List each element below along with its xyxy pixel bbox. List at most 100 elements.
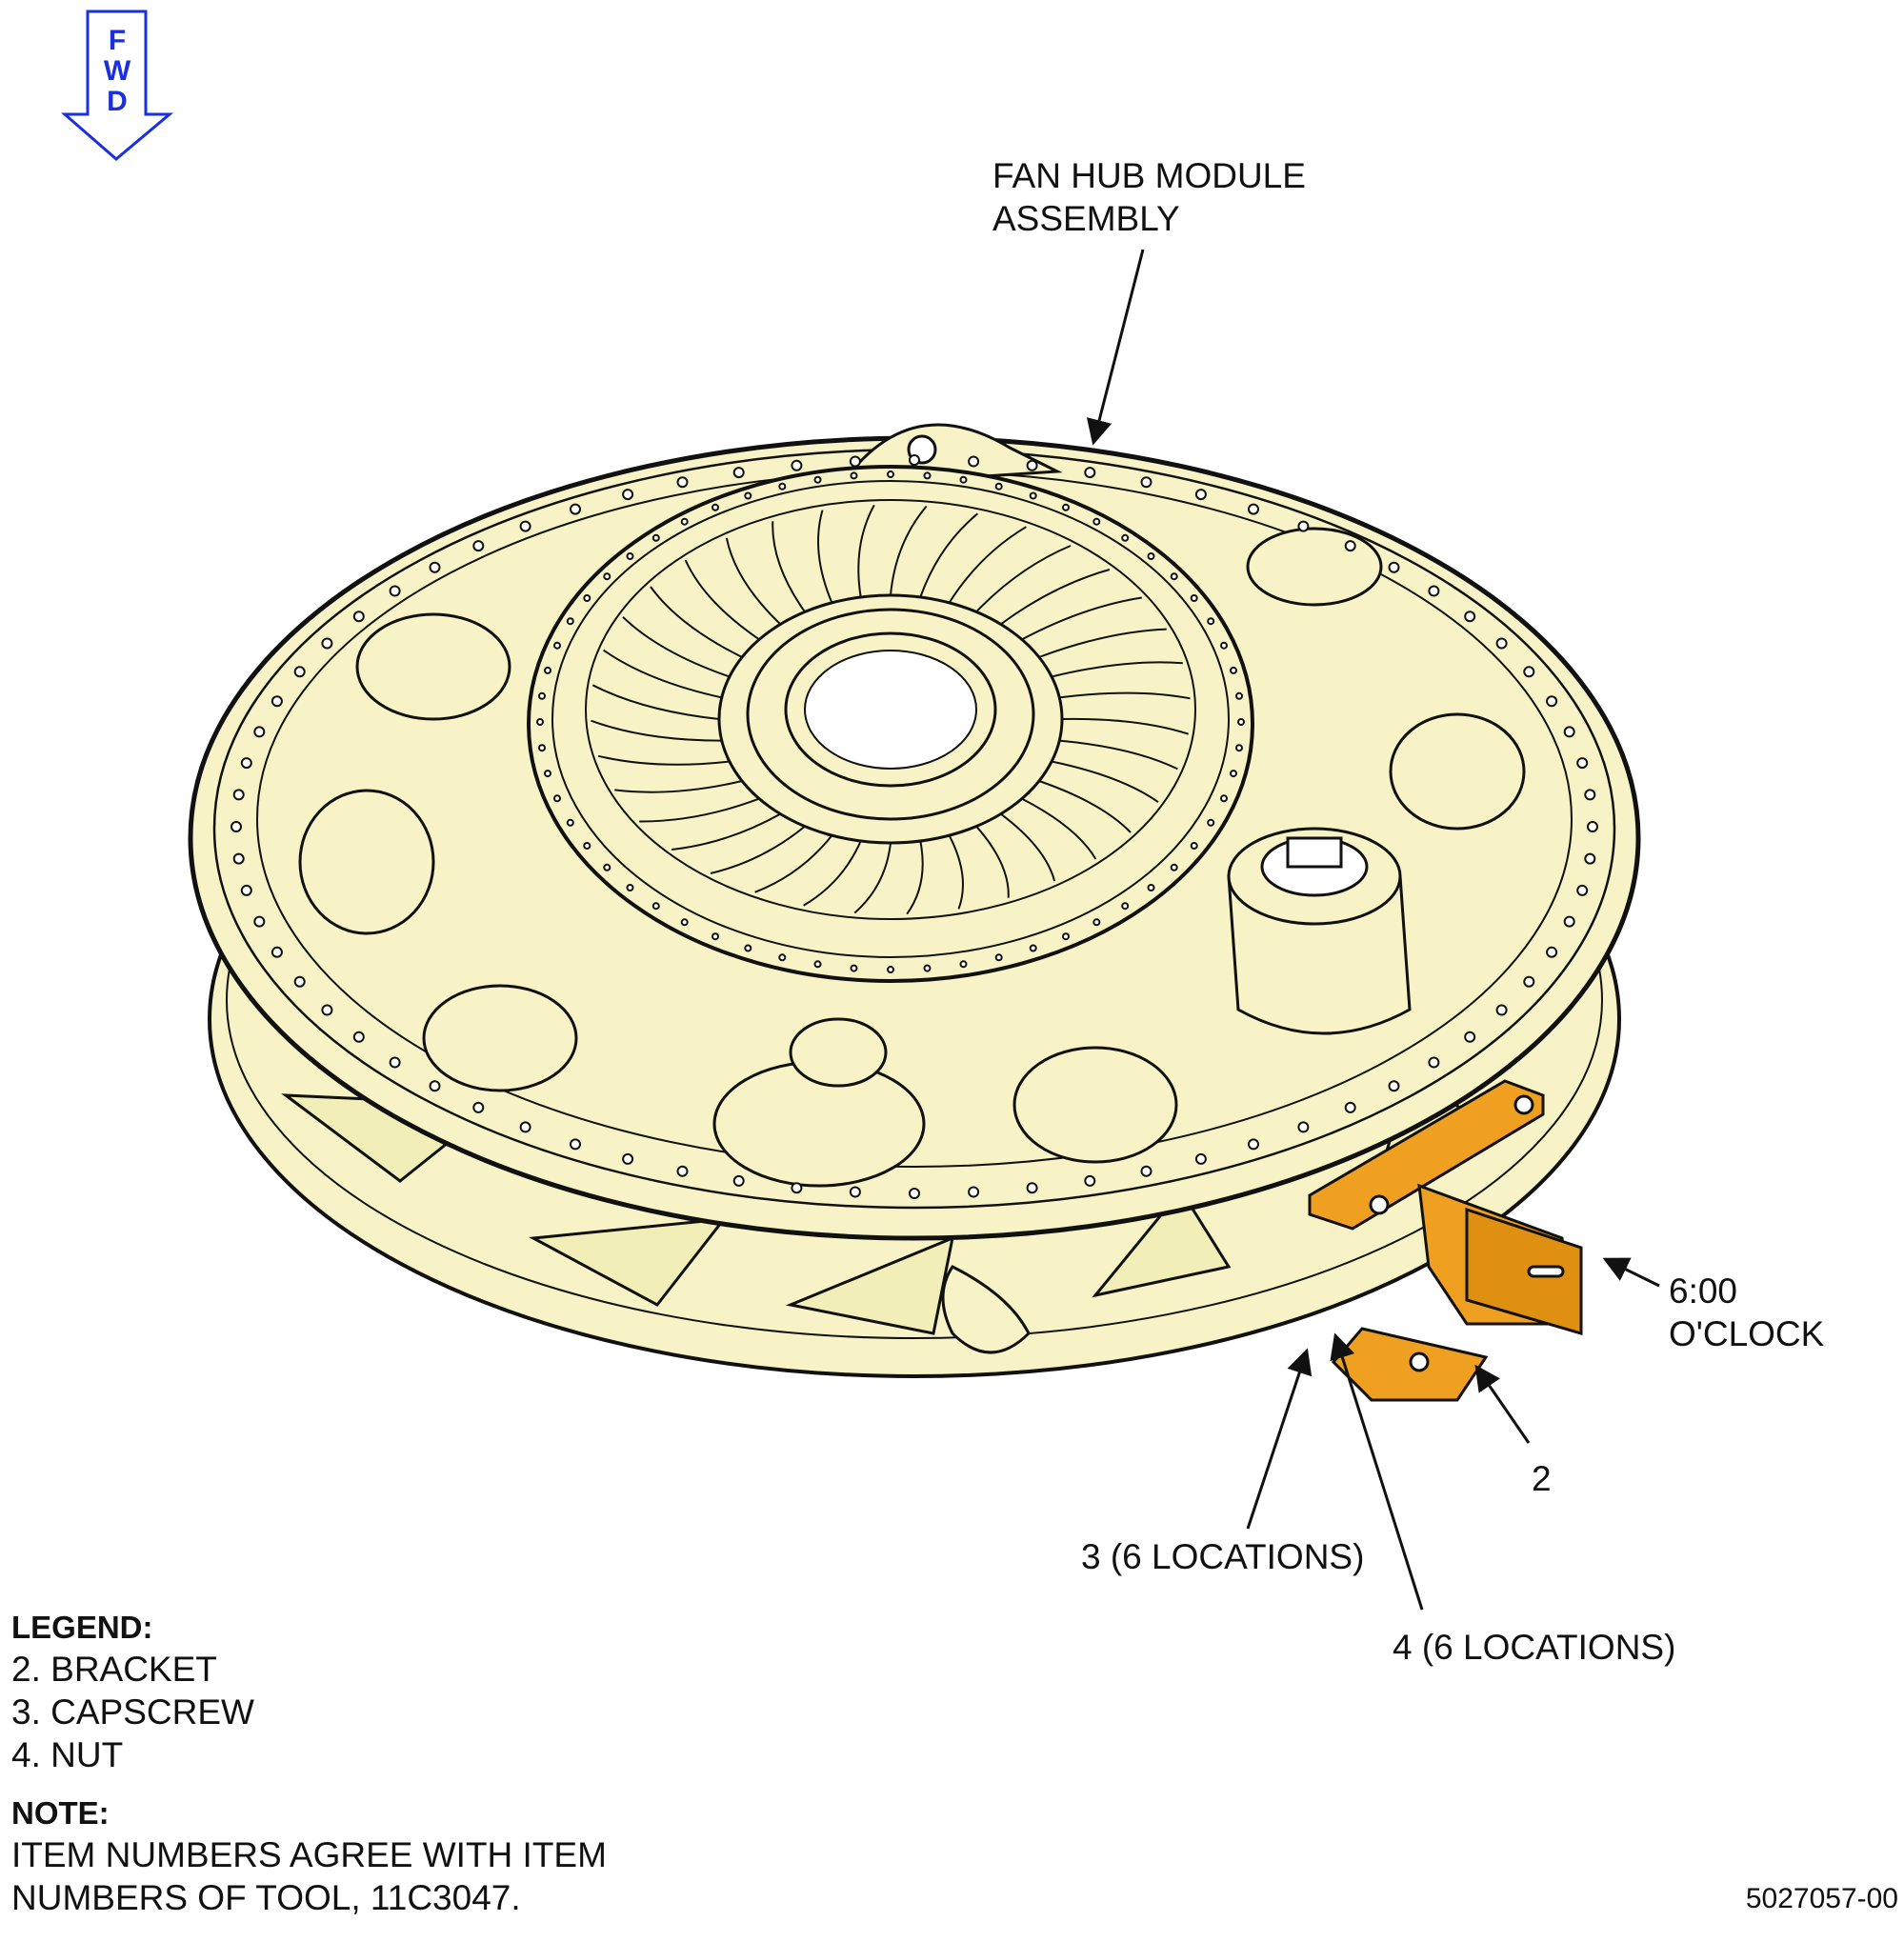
bolt-hole — [1563, 726, 1575, 738]
fan-blade — [1000, 569, 1111, 626]
bolt-hole — [1235, 744, 1243, 752]
legend-item-2: 2. BRACKET — [11, 1650, 217, 1689]
bolt-hole — [1190, 842, 1198, 850]
bolt-hole — [732, 467, 745, 479]
fan-blade — [1059, 739, 1178, 771]
bolt-hole — [1584, 789, 1596, 801]
bolt-hole — [1026, 1182, 1038, 1194]
bolt-hole — [1546, 695, 1558, 708]
fan-blade — [622, 616, 731, 678]
bolt-hole — [651, 902, 660, 911]
bolt-hole — [538, 744, 546, 752]
bolt-hole — [651, 533, 660, 542]
figure-id: 5027057-00 — [1745, 1883, 1898, 1914]
bolt-hole — [603, 863, 611, 871]
bolt-hole — [959, 960, 968, 969]
bolt-hole — [680, 918, 689, 927]
fwd-letter-f: F — [108, 25, 127, 56]
bolt-hole — [622, 1152, 634, 1165]
legend: LEGEND: 2. BRACKET 3. CAPSCREW 4. NUT — [11, 1608, 254, 1776]
legend-item-3: 3. CAPSCREW — [11, 1692, 254, 1732]
fan-blade — [591, 684, 720, 720]
bolt-hole — [1140, 476, 1152, 489]
bolt-hole — [1584, 852, 1596, 865]
bolt-hole — [321, 637, 333, 650]
bolt-hole — [1563, 915, 1575, 928]
bolt-hole — [566, 818, 574, 827]
bracket-item-2 — [1308, 1079, 1583, 1402]
bolt-hole — [849, 455, 861, 468]
note-heading: NOTE: — [11, 1795, 110, 1831]
bolt-hole — [923, 964, 932, 972]
fan-blade — [639, 797, 760, 823]
bolt-hole — [1140, 1165, 1152, 1177]
bolt-hole — [1084, 467, 1096, 479]
bolt-hole — [1235, 691, 1243, 700]
bolt-hole — [850, 471, 858, 480]
bolt-hole — [1248, 503, 1259, 515]
bolt-hole — [230, 821, 242, 832]
bolt-hole — [1147, 884, 1155, 891]
bolt-hole — [240, 884, 252, 896]
bolt-hole — [732, 1174, 745, 1187]
bolt-hole — [887, 966, 894, 973]
bolt-hole — [603, 572, 611, 581]
fan-blade — [803, 840, 862, 907]
bolt-hole — [1237, 718, 1245, 726]
fan-blade — [614, 780, 743, 793]
bolt-hole — [519, 1121, 531, 1133]
callout-six-oclock-line-2: O'CLOCK — [1669, 1314, 1825, 1353]
callout-six-oclock: 6:00 O'CLOCK — [1669, 1270, 1824, 1355]
bolt-hole — [1147, 552, 1155, 560]
fan-blade — [975, 825, 1010, 898]
bolt-hole — [570, 1138, 581, 1151]
fan-blade — [1059, 691, 1191, 700]
bolt-hole — [849, 1186, 861, 1198]
bolt-hole — [1428, 585, 1440, 597]
bolt-hole — [791, 459, 803, 471]
bolt-hole — [1248, 1138, 1259, 1151]
bolt-hole — [1230, 666, 1237, 674]
callout-six-oclock-line-1: 6:00 — [1669, 1271, 1738, 1311]
bolt-hole — [1464, 611, 1476, 623]
bolt-hole — [994, 953, 1003, 962]
bolt-hole — [1576, 757, 1589, 770]
bolt-hole — [1388, 1080, 1400, 1092]
bolt-hole — [536, 718, 544, 726]
bolt-hole — [1026, 459, 1038, 471]
fan-blade — [853, 842, 892, 914]
fan-blade — [948, 834, 964, 910]
bolt-hole — [1297, 520, 1310, 532]
callout-fan-hub: FAN HUB MODULE ASSEMBLY — [992, 154, 1306, 240]
fan-blade — [906, 840, 924, 915]
fan-blade — [772, 521, 806, 612]
fan-blade — [919, 512, 979, 598]
bolt-hole — [1220, 794, 1228, 803]
legend-heading: LEGEND: — [11, 1610, 153, 1645]
bolt-hole — [968, 1186, 980, 1198]
bolt-hole — [429, 561, 441, 573]
bolt-hole — [813, 475, 822, 484]
fan-blade — [817, 510, 833, 604]
bolt-hole — [968, 455, 980, 468]
bolt-hole — [570, 503, 581, 515]
bolt-hole — [1220, 641, 1228, 650]
bolt-hole — [232, 789, 245, 801]
fan-blade — [1061, 717, 1190, 735]
fan-blade — [597, 754, 731, 766]
fan-blade — [1000, 812, 1056, 882]
callout-item-3: 3 (6 LOCATIONS) — [1081, 1537, 1365, 1576]
bolt-hole — [253, 915, 266, 928]
bolt-hole — [321, 1004, 333, 1016]
fan-blade — [603, 649, 722, 699]
fan-blade — [650, 586, 743, 658]
bolt-hole — [1230, 770, 1237, 778]
access-ports — [298, 527, 1526, 1188]
bolt-hole — [813, 960, 822, 969]
bolt-hole — [1495, 637, 1508, 650]
fan-blade — [1021, 596, 1142, 641]
bolt-hole — [744, 944, 752, 952]
note-line-2: NUMBERS OF TOOL, 11C3047. — [11, 1878, 521, 1917]
bolt-hole — [959, 475, 968, 484]
fan-blade — [684, 559, 760, 641]
